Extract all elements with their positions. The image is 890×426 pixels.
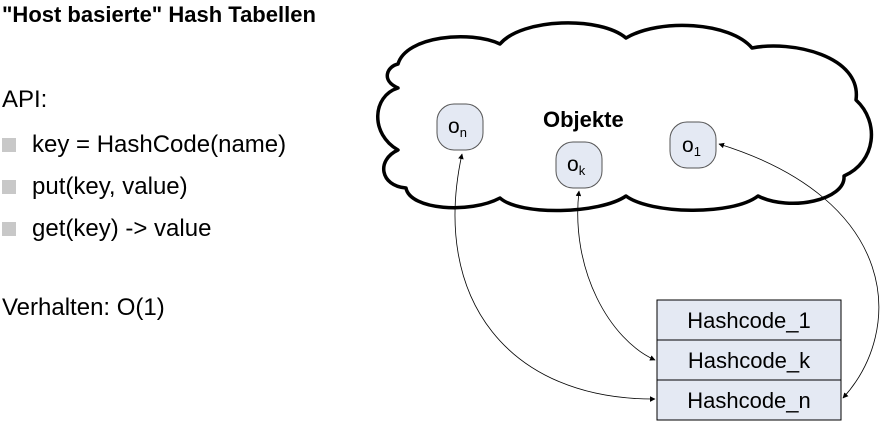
arrow-o-k-hash-k <box>575 190 656 361</box>
behavior-text: Verhalten: O(1) <box>2 294 165 321</box>
cloud-label: Objekte <box>543 107 624 132</box>
api-item-put: put(key, value) <box>0 166 286 208</box>
object-label: on <box>448 115 467 140</box>
api-item-text: get(key) -> value <box>32 215 212 242</box>
arrow-o-n-hash-n <box>454 153 656 402</box>
object-o-1: o1 <box>669 121 717 169</box>
bullet-square-icon <box>2 138 16 152</box>
bullet-square-icon <box>2 222 16 236</box>
hash-row-label: Hashcode_n <box>687 388 811 413</box>
api-item-hashcode: key = HashCode(name) <box>0 124 286 166</box>
api-item-text: key = HashCode(name) <box>32 131 287 158</box>
hash-row-label: Hashcode_1 <box>687 308 811 333</box>
bullet-square-icon <box>2 180 16 194</box>
api-label: API: <box>2 86 48 113</box>
arrow-o-1-hash-n <box>718 142 880 399</box>
object-o-n: on <box>436 103 484 151</box>
hash-table: Hashcode_1 Hashcode_k Hashcode_n <box>656 299 842 421</box>
api-list: key = HashCode(name) put(key, value) get… <box>0 124 286 250</box>
hash-row-label: Hashcode_k <box>688 348 811 373</box>
object-label: o1 <box>682 134 701 159</box>
api-item-get: get(key) -> value <box>0 208 286 250</box>
api-item-text: put(key, value) <box>32 173 188 200</box>
object-o-k: ok <box>555 141 603 189</box>
slide-title: "Host basierte" Hash Tabellen <box>2 2 316 27</box>
